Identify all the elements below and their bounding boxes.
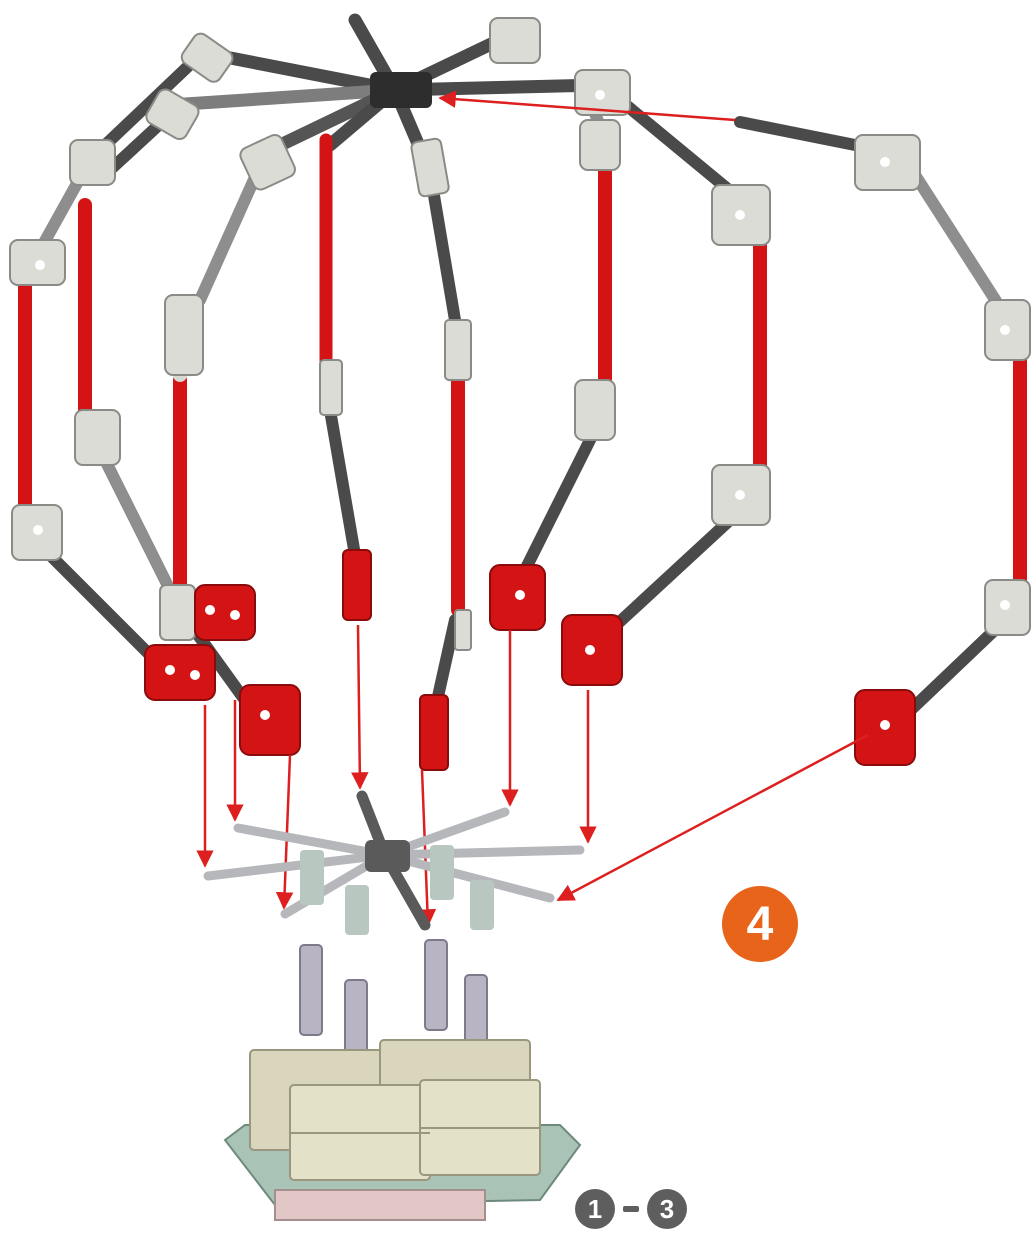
reference-step-from: 1 <box>575 1189 615 1229</box>
arm-inner-left <box>180 155 265 605</box>
light-connectors <box>10 18 1030 650</box>
lower-hub <box>208 796 580 925</box>
step-number-badge: 4 <box>722 886 798 962</box>
arm-center-left <box>326 140 355 555</box>
arm-right <box>520 100 605 580</box>
arm-detached-right <box>740 122 1020 725</box>
reference-step-to: 3 <box>647 1189 687 1229</box>
canopy-frame <box>10 18 1030 770</box>
arm-outer-right <box>600 100 760 640</box>
top-hub-connector <box>370 72 432 108</box>
arm-center-right <box>428 160 458 710</box>
reference-steps: 1 - 3 <box>575 1188 687 1230</box>
reference-separator: - <box>623 1206 639 1212</box>
red-connectors <box>145 550 915 770</box>
brick-base <box>225 1040 580 1220</box>
